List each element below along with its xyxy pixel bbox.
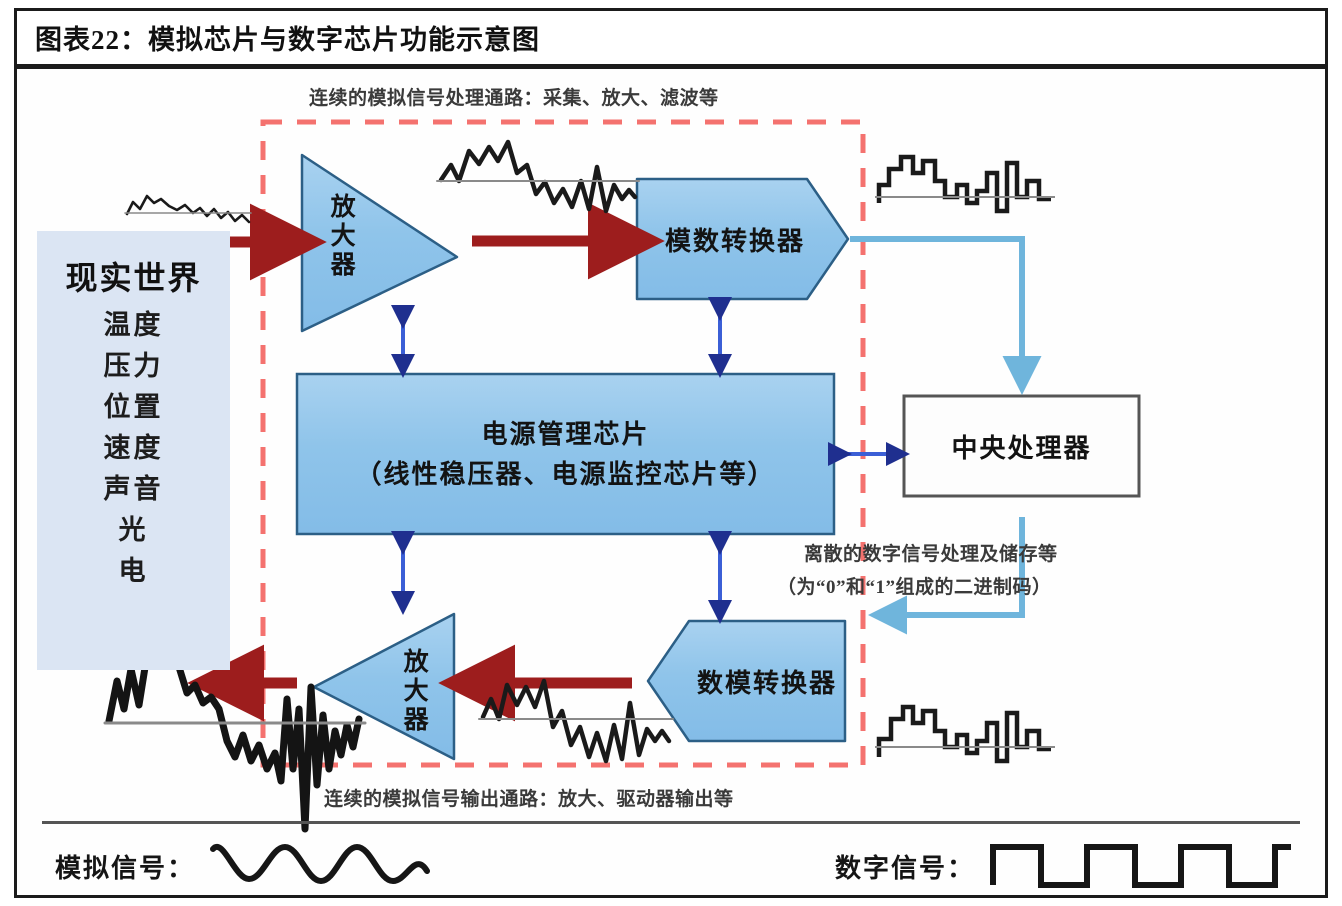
annotation-bottom-path: 连续的模拟信号输出通路：放大、驱动器输出等: [324, 789, 734, 810]
dac-shape: [646, 619, 847, 743]
figure-outer-border: [14, 8, 1328, 898]
diagram-graphics: [103, 119, 1141, 833]
legend-divider-rule: [42, 821, 1300, 824]
blue-arrow-adc-to-cpu: [850, 236, 1042, 395]
title-divider-rule: [17, 64, 1325, 69]
real-world-item-5: 光: [118, 515, 149, 546]
annotation-top-path: 连续的模拟信号处理通路：采集、放大、滤波等: [309, 88, 719, 109]
legend-analog: 模拟信号：: [55, 839, 439, 893]
legend-digital-label: 数字信号：: [835, 853, 976, 883]
waveform-digital-bottom: [875, 704, 1055, 764]
blue-arrow-cpu-to-dac: [868, 517, 1025, 635]
diagram-canvas: 现实世界 温度 压力 位置 速度 声音 光 电 放大器 放大器 模数转换器 数模…: [17, 69, 1325, 895]
real-world-item-2: 位置: [103, 392, 164, 423]
real-world-item-0: 温度: [103, 310, 164, 340]
legend-digital: 数字信号：: [835, 839, 1295, 893]
amplifier-top-shape: [300, 153, 459, 333]
analog-wave-icon: [210, 843, 431, 885]
waveform-analog-amplified: [436, 139, 640, 214]
annotation-digital-line1: 离散的数字信号处理及储存等: [804, 544, 1058, 565]
cpu-shape: [902, 394, 1141, 498]
waveform-digital-top: [875, 154, 1055, 214]
pmic-shape: [295, 372, 836, 536]
adc-shape: [635, 177, 850, 301]
real-world-item-3: 速度: [103, 433, 164, 464]
figure-title-bar: 图表22：模拟芯片与数字芯片功能示意图: [17, 11, 1325, 64]
page-title: 图表22：模拟芯片与数字芯片功能示意图: [35, 25, 540, 55]
real-world-item-4: 声音: [103, 474, 164, 505]
digital-wave-icon: [990, 844, 1292, 888]
waveform-analog-input: [124, 194, 252, 224]
real-world-panel: 现实世界 温度 压力 位置 速度 声音 光 电: [37, 231, 230, 670]
legend-analog-label: 模拟信号：: [55, 853, 196, 883]
waveform-analog-reconstructed: [478, 678, 674, 764]
real-world-item-6: 电: [118, 556, 149, 587]
annotation-digital-line2: （为“0”和“1”组成的二进制码）: [777, 577, 1052, 598]
real-world-title: 现实世界: [65, 260, 202, 296]
real-world-item-1: 压力: [103, 351, 164, 382]
